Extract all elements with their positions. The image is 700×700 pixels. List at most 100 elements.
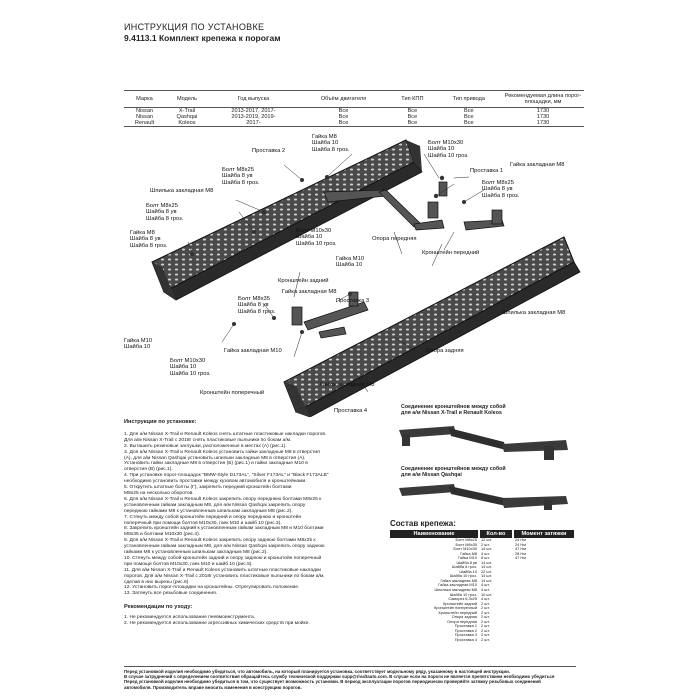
instruction-step: поперечный при помощи болтов М10х30, гае…	[124, 520, 282, 526]
upper-brackets	[323, 181, 505, 231]
kit-cell-qty: 2 шт.	[481, 627, 490, 633]
instruction-step: переднюю гайками М8 к установленным шпил…	[124, 508, 293, 514]
footer-line: автомобиля. Производитель вправе вносить…	[124, 684, 302, 690]
cell: Все	[464, 114, 474, 120]
footer-line: Перед установкой изделия необходимо убед…	[124, 669, 510, 674]
kit-cell-name: Болт М8х25	[455, 537, 477, 542]
instructions-title: Инструкция по установке:	[124, 419, 197, 425]
col-length: Рекомендуемая длина порог-площадки, мм	[502, 90, 584, 108]
kit-col-name: Наименование	[390, 530, 480, 538]
kit-cell-name: Проставка 2	[454, 627, 477, 633]
kit-table: Наименование Кол-во Момент затяжки Болт …	[390, 530, 576, 643]
instruction-step: порогов. Для а/м Nissan X-Trail с 2018г …	[124, 573, 325, 579]
instruction-step: 1. Для а/м Nissan X-Trail и Renault Kole…	[124, 431, 327, 437]
label-nut-m10-mid: Гайка М10 Шайба 10	[336, 256, 365, 269]
cell: Renault	[134, 120, 155, 126]
kit-cell-qty: 2 шт.	[481, 618, 490, 624]
label-bracket-rear: Кронштейн задний	[278, 278, 329, 284]
label-bolt-m8x25-left-top: Болт М8х25 Шайба 8 ув Шайба 8 гроз.	[222, 167, 260, 186]
table-row: Nissan X-Trail 2013-2017, 2017- Все Все …	[124, 108, 584, 115]
cell: Nissan	[135, 114, 154, 120]
cell: Koleos	[178, 120, 196, 126]
col-gearbox: Тип КПП	[389, 90, 436, 108]
kit-cell-qty: 14 шт.	[481, 573, 492, 579]
kit-cell-name: Гайка М10	[458, 555, 477, 561]
kit-cell-qty: 2 шт.	[481, 637, 490, 643]
instruction-step: установленным гайкам закладным М8, для а…	[124, 502, 306, 508]
label-opora-rear: Опора задняя	[426, 348, 464, 354]
label-bolt-m10x30-mid: Болт М10х30 Шайба 10 Шайба 10 гроз.	[296, 228, 337, 247]
instruction-step: установленным гайкам закладным М8, для а…	[124, 544, 325, 550]
kit-cell-name: Опора задняя	[451, 614, 477, 620]
label-proставка-1: Проставка 1	[470, 168, 504, 174]
cell: 1730	[536, 120, 550, 126]
kit-cell-name: Гайка закладная М8	[440, 577, 477, 583]
instruction-step: 9. Для а/м Nissan X-Trail и Renault Kole…	[124, 538, 316, 544]
label-bolt-m10x30-low: Болт М10х30 Шайба 10 Шайба 10 гроз.	[170, 358, 211, 377]
assembly-diagram: Болт М10х30 Шайба 10 Шайба 10 гроз. Гайк…	[124, 132, 584, 418]
instruction-step: при помощи болтов М10х30, гаек М10 и шай…	[124, 561, 253, 567]
footer-note: Перед установкой изделия необходимо убед…	[124, 666, 576, 690]
kit-cell-qty: 10 шт.	[481, 591, 492, 597]
table-row: Шпилька закладная М8 4 шт.	[390, 587, 575, 593]
vehicle-spec-table: Марка Модель Год выпуска Объём двигателя…	[124, 90, 584, 127]
kit-cell-name: Шайба 8 ув	[456, 559, 477, 565]
kit-cell-name: Кронштейн передний	[438, 609, 477, 615]
kit-cell-qty: 2 шт.	[481, 623, 490, 629]
kit-cell-name: Саморез 6,3х25	[448, 596, 477, 602]
col-mark: Марка	[124, 90, 165, 108]
col-model: Модель	[164, 90, 209, 108]
kit-cell-name: Кронштейн поперечный	[433, 605, 477, 611]
care-title: Рекомендации по уходу:	[124, 604, 193, 611]
instruction-step: 12. Установить порог-площадки на кронште…	[124, 585, 300, 591]
kit-cell-qty: 2 шт.	[481, 605, 490, 611]
table-row: Шайба 10 гроз. 10 шт.	[390, 591, 575, 598]
label-nut-m8-top: Гайка М8 Шайба 10 Шайба 8 гроз.	[312, 134, 350, 153]
label-bracket-cross: Кронштейн поперечный	[200, 390, 265, 396]
connection-caption-2: Соединение кронштейнов между собой для а…	[401, 466, 506, 479]
lower-brackets	[291, 291, 369, 339]
label-nut-embed-mid: Гайка закладная М8	[282, 289, 337, 295]
page-subtitle: 9.4113.1 Комплект крепежа к порогам	[124, 33, 281, 43]
instruction-step: 11. Для а/м Nissan X-Trail и Renault Kol…	[124, 567, 321, 573]
instruction-step: 4. При установке порог-площадок "BMW-Sty…	[124, 473, 329, 479]
instruction-step: сделав в них вырезы (рис.6)	[124, 579, 189, 585]
cell: X-Trail	[178, 108, 196, 114]
label-proставка-4: Проставка 4	[334, 408, 368, 414]
instruction-step: (А), для а/м Nissan Qashqai установить ш…	[124, 455, 306, 461]
kit-cell-qty: 12 шт.	[481, 537, 492, 542]
cell: Все	[407, 120, 418, 126]
label-nut-embed-low: Гайка закладная М8	[320, 382, 375, 388]
footer-line: Перед установкой изделия необходимо убед…	[124, 679, 541, 685]
cell: Все	[338, 120, 349, 126]
kit-cell-name: Шпилька закладная М8	[434, 587, 477, 593]
label-stud-top: Шпилька закладная М8	[150, 188, 214, 194]
kit-cell-name: Проставка 1	[454, 623, 477, 629]
fasteners	[190, 175, 466, 334]
leader-lines	[187, 153, 485, 393]
table-row: Проставка 2 2 шт.	[390, 627, 575, 634]
kit-cell-name: Шайба 8 гроз.	[451, 564, 477, 570]
kit-title: Состав крепежа:	[390, 519, 456, 528]
kit-cell-name: Шайба 10 гроз.	[449, 591, 477, 597]
kit-cell-name: Шайба 10 гроз.	[449, 573, 477, 579]
cell: Все	[338, 114, 349, 120]
kit-cell-torque: 28 Нм	[515, 550, 526, 556]
table-row: Renault Koleos 2017- Все Все Все 1730	[124, 120, 584, 127]
kit-cell-qty: 2 шт.	[481, 632, 490, 638]
label-bracket-front: Кронштейн передний	[422, 250, 480, 256]
instruction-step: 10. Стянуть между собой кронштейн задний…	[124, 555, 322, 561]
kit-col-torque: Момент затяжки	[513, 530, 576, 538]
connection-drawing-2	[399, 484, 568, 510]
kit-cell-qty: 4 шт.	[481, 587, 490, 593]
kit-cell-qty: 2 шт.	[481, 614, 490, 620]
col-engine: Объём двигателя	[297, 90, 390, 108]
cell: Nissan	[135, 108, 154, 114]
